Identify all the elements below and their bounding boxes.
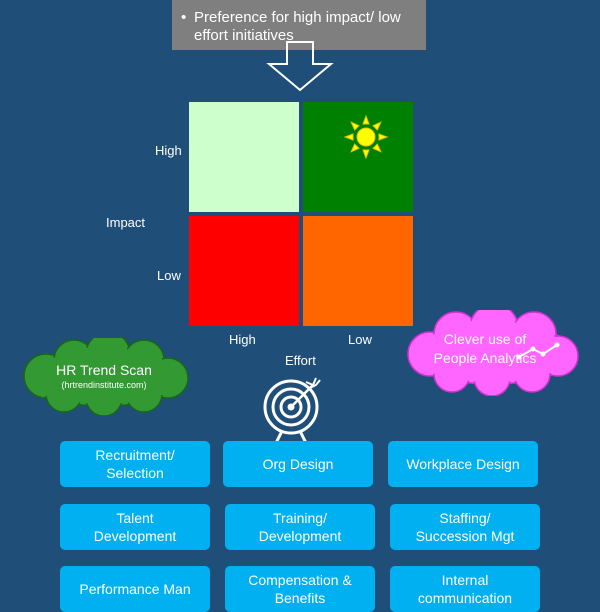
area-workplace-design[interactable]: Workplace Design [388,441,538,487]
cell-low-impact-low-effort [303,216,413,326]
x-tick-high: High [229,332,256,347]
analytics-text: Clever use of People Analytics [433,331,537,366]
cell-high-impact-high-effort [189,102,299,212]
x-axis-label: Effort [285,353,316,368]
target-icon [263,377,321,444]
area-compensation[interactable]: Compensation & Benefits [225,566,375,612]
x-tick-low: Low [348,332,372,347]
area-staffing[interactable]: Staffing/ Succession Mgt [390,504,540,550]
area-org-design[interactable]: Org Design [223,441,373,487]
hr-trend-title: HR Trend Scan [56,362,152,378]
sun-icon [343,114,389,160]
callout-bullet: Preference for high impact/ low effort i… [181,9,418,45]
hr-trend-subtitle: (hrtrendinstitute.com) [61,380,147,390]
analytics-cloud [407,310,579,396]
cell-high-impact-low-effort [303,102,413,212]
area-training-development[interactable]: Training/ Development [225,504,375,550]
area-recruitment[interactable]: Recruitment/ Selection [60,441,210,487]
cell-low-impact-high-effort [189,216,299,326]
line-chart-icon [516,342,560,360]
y-axis-label: Impact [106,215,146,230]
down-arrow-icon [266,41,334,92]
hr-trend-cloud [23,338,189,416]
callout-cut-line [180,0,418,9]
area-talent-development[interactable]: Talent Development [60,504,210,550]
area-internal-communication[interactable]: Internal communication [390,566,540,612]
y-tick-high: High [155,143,182,158]
area-performance[interactable]: Performance Man [60,566,210,612]
y-tick-low: Low [157,268,181,283]
